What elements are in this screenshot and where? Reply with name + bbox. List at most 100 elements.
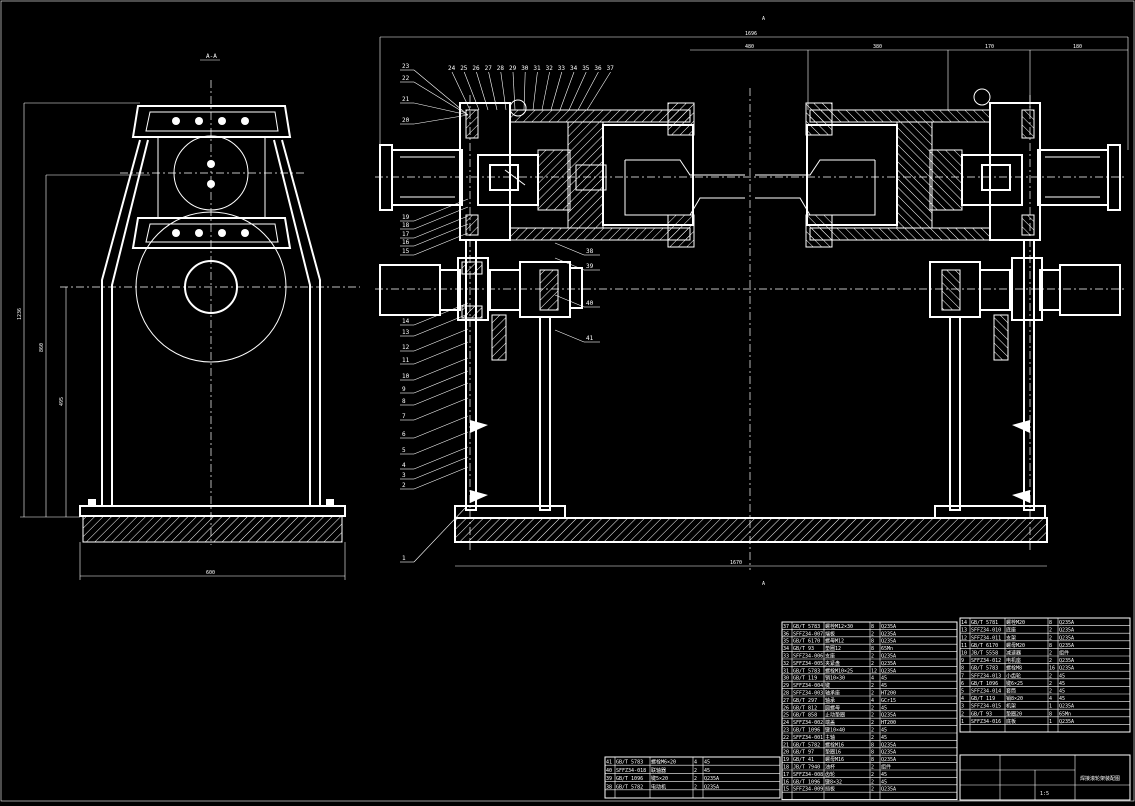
table-cell: 支架 (1006, 634, 1016, 641)
front-view: 1696 480 380 170 180 1670 A A (375, 16, 1129, 587)
table-cell: SFFZ34-004 (793, 683, 823, 689)
title-block-title: 焊接滚轮架装配图 (1080, 775, 1120, 782)
table-cell: Q235A (1059, 719, 1074, 725)
table-cell: 螺栓M20 (1006, 619, 1025, 626)
table-cell: 底座 (1006, 627, 1016, 634)
table-cell: Q235A (1059, 628, 1074, 634)
table-cell: 2 (1049, 673, 1052, 679)
table-cell: SFFZ34-010 (971, 628, 1001, 634)
table-cell: GCr15 (881, 698, 896, 704)
balloon-label: 11 (402, 357, 410, 364)
table-cell: 37 (783, 624, 789, 630)
balloon-label: 21 (402, 96, 410, 103)
table-cell: 2 (961, 711, 964, 717)
table-cell: SFFZ34-003 (793, 691, 823, 697)
table-cell: SFFZ34-002 (793, 720, 823, 726)
table-cell: 28 (783, 691, 789, 697)
table-cell: SFFZ34-008 (793, 772, 823, 778)
table-cell: 套筒 (1006, 688, 1016, 695)
table-cell: 组件 (1059, 650, 1069, 657)
balloon-label: 5 (402, 447, 406, 454)
balloon-label: 26 (472, 65, 480, 72)
table-cell: 24 (783, 720, 789, 726)
table-cell: Q235A (881, 661, 896, 667)
table-cell: 45 (704, 760, 710, 766)
table-cell: 2 (871, 728, 874, 734)
dim-seg-c: 170 (985, 44, 994, 50)
table-cell: GB/T 6170 (971, 643, 998, 649)
table-cell: GB/T 119 (793, 676, 817, 682)
table-cell: JB/T 7940 (793, 765, 820, 771)
dim-mid-height: 860 (39, 343, 45, 352)
right-roller-assembly (755, 88, 1121, 519)
table-cell: 38 (606, 784, 612, 790)
table-cell: 键 (825, 682, 830, 689)
balloon-label: 27 (485, 65, 493, 72)
table-cell: 轴承座 (825, 690, 840, 697)
table-cell: GB/T 1096 (793, 728, 820, 734)
table-cell: 键10×40 (825, 727, 845, 734)
table-cell: 2 (871, 765, 874, 771)
table-cell: 45 (1059, 696, 1065, 702)
balloon-label: 32 (546, 65, 554, 72)
table-cell: 2 (871, 661, 874, 667)
table-cell: 12 (961, 635, 967, 641)
table-cell: 36 (783, 631, 789, 637)
table-cell: 2 (871, 631, 874, 637)
table-cell: 7 (961, 673, 964, 679)
table-cell: 支座 (825, 653, 835, 660)
table-cell: 螺栓M10×25 (825, 667, 853, 674)
balloon-label: 19 (402, 214, 410, 221)
svg-text:A: A (762, 16, 765, 22)
table-cell: 45 (1059, 673, 1065, 679)
table-cell: 32 (783, 661, 789, 667)
table-cell: 45 (881, 772, 887, 778)
balloon-label: 41 (586, 335, 594, 342)
table-cell: 4 (871, 676, 874, 682)
table-cell: 8 (871, 757, 874, 763)
table-cell: 45 (1059, 689, 1065, 695)
table-cell: 15 (783, 787, 789, 793)
table-cell: 螺栓M6×20 (651, 759, 676, 766)
table-cell: 65Mn (881, 646, 893, 652)
balloon-label: 38 (586, 248, 594, 255)
balloon-label: 6 (402, 431, 406, 438)
balloon-label: 13 (402, 329, 410, 336)
table-cell: 39 (606, 776, 612, 782)
table-cell: 电动机 (651, 783, 666, 790)
title-block-scale: 1:5 (1040, 791, 1049, 797)
balloon-label: 10 (402, 373, 410, 380)
table-cell: 2 (1049, 681, 1052, 687)
table-cell: Q235A (881, 668, 896, 674)
balloon-label: 16 (402, 239, 410, 246)
table-cell: 5 (961, 689, 964, 695)
table-cell: 4 (871, 698, 874, 704)
table-cell: SFFZ34-009 (793, 787, 823, 793)
table-cell: Q235A (881, 631, 896, 637)
table-cell: 机架 (1006, 703, 1016, 710)
table-cell: 17 (783, 772, 789, 778)
left-roller-assembly (379, 99, 745, 519)
table-cell: GB/T 812 (793, 705, 817, 711)
table-cell: 2 (1049, 658, 1052, 664)
table-cell: 2 (694, 768, 697, 774)
table-cell: 45 (881, 735, 887, 741)
table-cell: 45 (881, 728, 887, 734)
table-cell: SFFZ34-006 (793, 654, 823, 660)
table-cell: 螺母M12 (825, 638, 844, 645)
table-cell: 65Mn (1059, 711, 1071, 717)
table-cell: 45 (881, 779, 887, 785)
table-cell: 2 (871, 654, 874, 660)
balloon-label: 17 (402, 231, 410, 238)
dim-seg-a: 480 (745, 44, 754, 50)
table-cell: 2 (871, 772, 874, 778)
table-cell: 2 (871, 705, 874, 711)
table-cell: 41 (606, 760, 612, 766)
table-cell: 2 (694, 776, 697, 782)
balloon-label: 3 (402, 472, 406, 479)
table-cell: 挡板 (825, 786, 835, 793)
balloon-label: 30 (521, 65, 529, 72)
table-cell: GB/T 1096 (971, 681, 998, 687)
